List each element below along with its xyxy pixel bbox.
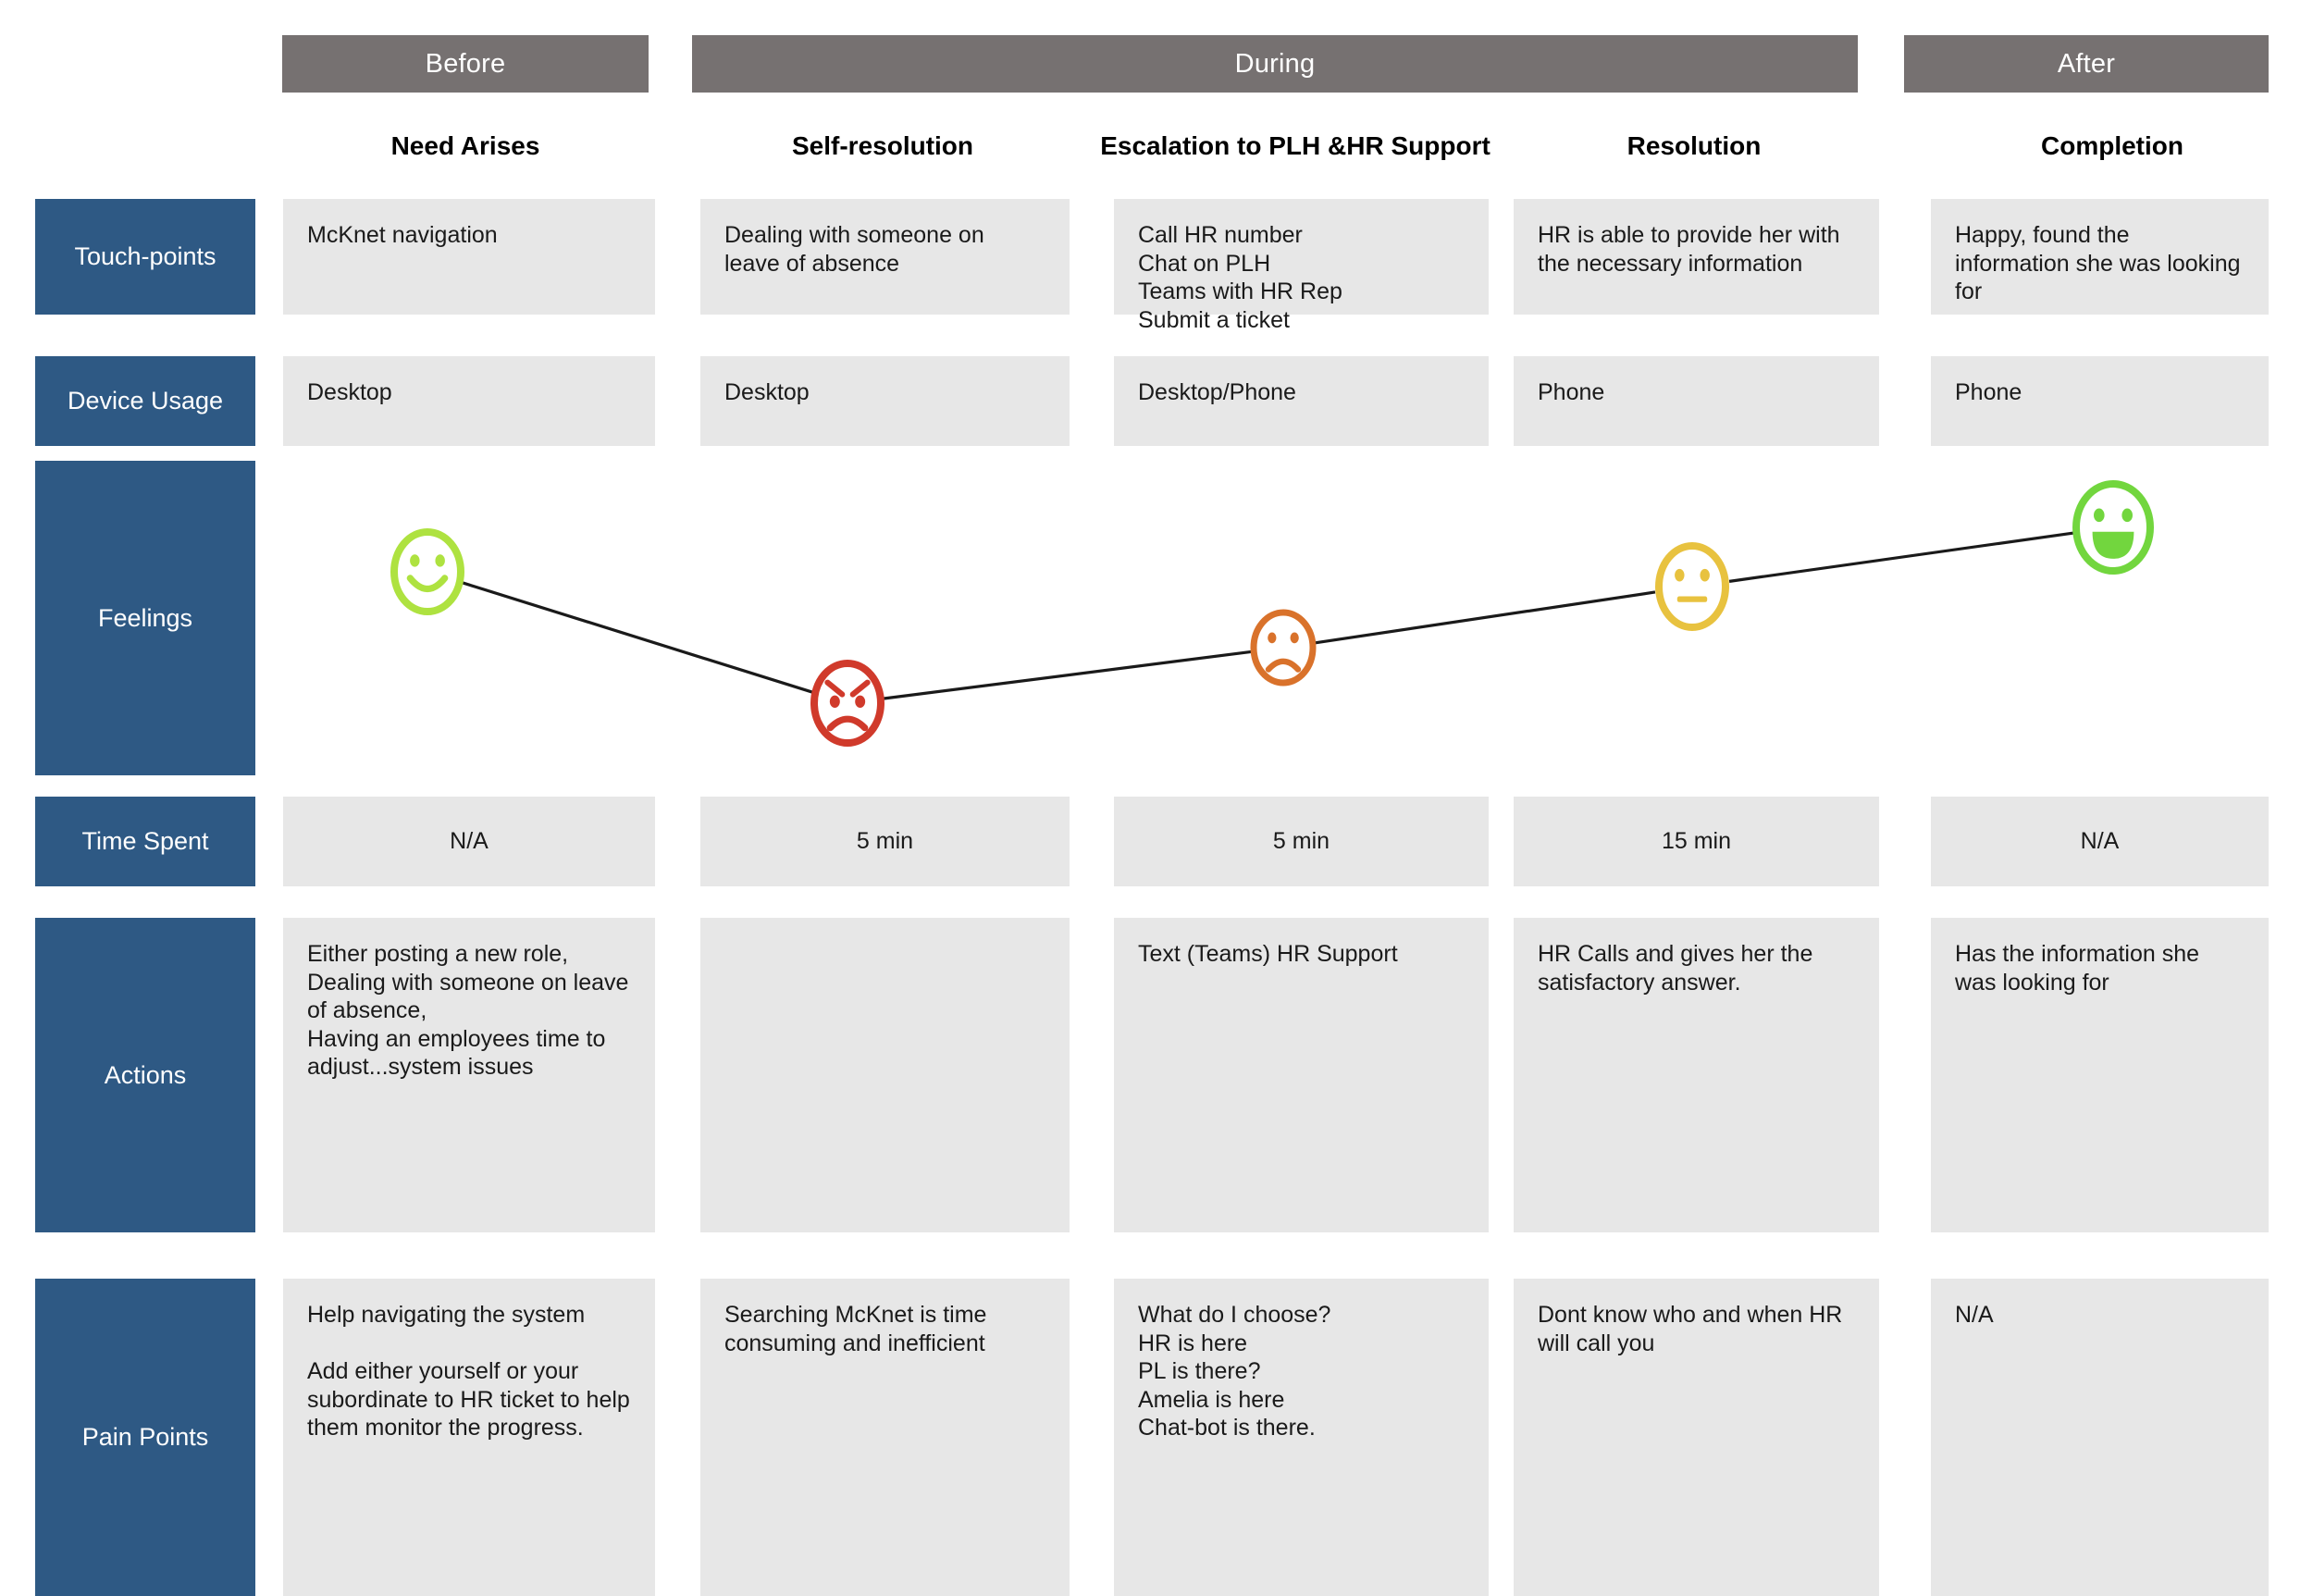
row-label-text: Touch-points [74,242,216,270]
cell-time-need-arises: N/A [283,797,655,886]
row-label-feelings: Feelings [35,461,255,775]
cell-touchpoints-escalation: Call HR number Chat on PLH Teams with HR… [1114,199,1489,333]
cell-actions-need-arises: Either posting a new role, Dealing with … [283,918,655,1232]
row-label-text: Time Spent [81,827,209,855]
cell-time-resolution: 15 min [1514,797,1879,886]
feelings-face-sad-icon [1250,609,1317,687]
row-label-time-spent: Time Spent [35,797,255,886]
stage-title-need-arises: Need Arises [390,131,540,160]
stage-title-self-resolution: Self-resolution [791,131,974,160]
stage-title-completion: Completion [2041,131,2183,160]
phase-header-during: During [692,35,1858,93]
row-label-device-usage: Device Usage [35,356,255,446]
cell-device-resolution: Phone [1514,356,1879,446]
phase-label: After [2057,48,2116,79]
cell-device-completion: Phone [1931,356,2269,446]
stage-title-resolution: Resolution [1627,131,1762,160]
cell-touchpoints-self-resolution: Dealing with someone on leave of absence [700,199,1070,315]
phase-header-after: After [1904,35,2269,93]
phase-label: During [1234,48,1316,79]
feelings-face-neutral-icon [1655,542,1729,631]
feelings-face-angry-icon [810,660,884,747]
cell-device-need-arises: Desktop [283,356,655,446]
feelings-face-very-happy-icon [2072,480,2154,575]
cell-time-completion: N/A [1931,797,2269,886]
stage-title-escalation: Escalation to PLH &HR Support [1100,131,1490,160]
cell-pain-self-resolution: Searching McKnet is time consuming and i… [700,1279,1070,1596]
row-label-text: Actions [104,1060,187,1089]
cell-device-self-resolution: Desktop [700,356,1070,446]
row-label-text: Pain Points [81,1423,209,1451]
cell-actions-self-resolution [700,918,1070,1232]
row-label-actions: Actions [35,918,255,1232]
cell-touchpoints-need-arises: McKnet navigation [283,199,655,315]
cell-pain-escalation: What do I choose? HR is here PL is there… [1114,1279,1489,1596]
cell-actions-resolution: HR Calls and gives her the satisfactory … [1514,918,1879,1232]
cell-touchpoints-resolution: HR is able to provide her with the neces… [1514,199,1879,315]
cell-touchpoints-completion: Happy, found the information she was loo… [1931,199,2269,315]
cell-device-escalation: Desktop/Phone [1114,356,1489,446]
cell-pain-resolution: Dont know who and when HR will call you [1514,1279,1879,1596]
row-label-text: Feelings [97,603,193,632]
feelings-face-happy-icon [390,528,464,615]
cell-pain-completion: N/A [1931,1279,2269,1596]
cell-actions-completion: Has the information she was looking for [1931,918,2269,1232]
cell-time-escalation: 5 min [1114,797,1489,886]
phase-header-before: Before [282,35,649,93]
row-label-pain-points: Pain Points [35,1279,255,1596]
row-label-touch-points: Touch-points [35,199,255,315]
row-label-text: Device Usage [67,387,224,414]
cell-pain-need-arises: Help navigating the system Add either yo… [283,1279,655,1596]
cell-actions-escalation: Text (Teams) HR Support [1114,918,1489,1232]
phase-label: Before [425,48,506,79]
cell-time-self-resolution: 5 min [700,797,1070,886]
